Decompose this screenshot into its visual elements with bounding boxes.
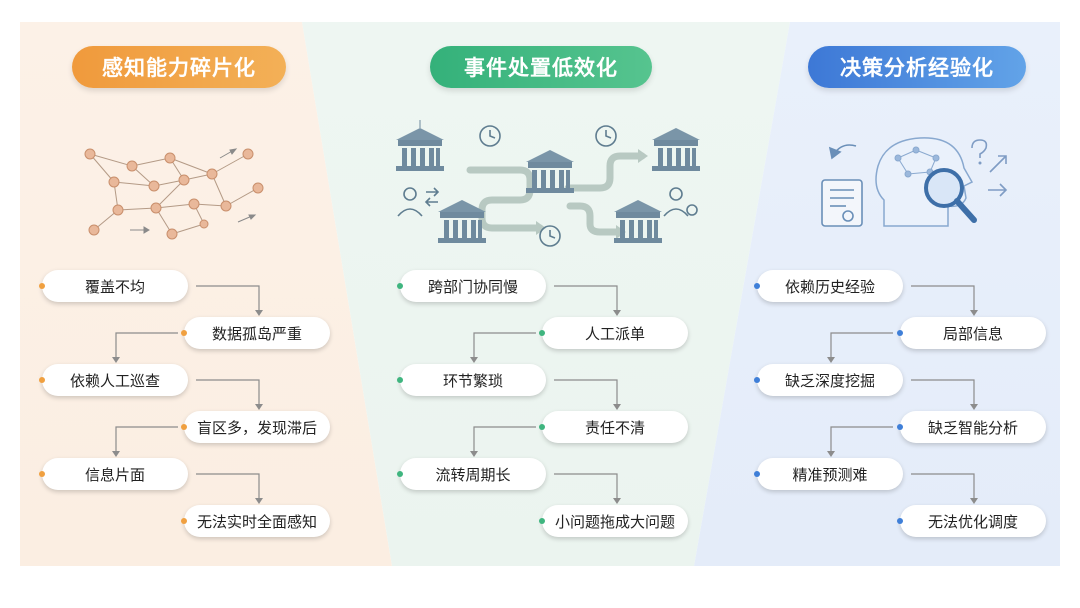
arrowhead-icon <box>613 498 621 504</box>
arrowhead-icon <box>112 451 120 457</box>
flow-connector <box>115 426 178 454</box>
flow-connector <box>473 426 536 454</box>
pill-item: 无法实时全面感知 <box>181 505 330 537</box>
arrowhead-icon <box>255 310 263 316</box>
panel-title-handling: 事件处置低效化 <box>430 46 652 88</box>
brain-analysis-icon <box>821 137 1008 227</box>
pill-item: 精准预测难 <box>754 458 903 490</box>
pill-item: 缺乏深度挖掘 <box>754 364 903 396</box>
pill-item: 局部信息 <box>897 317 1046 349</box>
pill-item: 责任不清 <box>539 411 688 443</box>
pill-item: 缺乏智能分析 <box>897 411 1046 443</box>
building-icon-5 <box>614 200 662 243</box>
building-icon-4 <box>652 128 700 171</box>
flow-connector <box>554 473 618 501</box>
flow-connector <box>196 285 260 313</box>
flow-connector <box>911 473 975 501</box>
pill-item: 覆盖不均 <box>39 270 188 302</box>
flow-connector <box>473 332 536 360</box>
panel-title-perception: 感知能力碎片化 <box>72 46 286 88</box>
arrowhead-icon <box>827 451 835 457</box>
network-graph-icon <box>84 148 264 240</box>
pill-item: 小问题拖成大问题 <box>539 505 688 537</box>
arrowhead-icon <box>613 310 621 316</box>
flow-connector <box>196 473 260 501</box>
flow-connector <box>554 379 618 407</box>
arrowhead-icon <box>255 404 263 410</box>
pill-item: 人工派单 <box>539 317 688 349</box>
pill-item: 依赖人工巡查 <box>39 364 188 396</box>
arrowhead-icon <box>970 310 978 316</box>
building-icon-2 <box>438 200 486 243</box>
pill-item: 信息片面 <box>39 458 188 490</box>
pill-item: 盲区多，发现滞后 <box>181 411 330 443</box>
arrowhead-icon <box>970 498 978 504</box>
pill-item: 环节繁琐 <box>397 364 546 396</box>
arrowhead-icon <box>970 404 978 410</box>
arrowhead-icon <box>827 357 835 363</box>
flow-connector <box>115 332 178 360</box>
flow-connector <box>911 379 975 407</box>
arrowhead-icon <box>613 404 621 410</box>
arrowhead-icon <box>470 451 478 457</box>
pill-item: 依赖历史经验 <box>754 270 903 302</box>
flow-connector <box>196 379 260 407</box>
flow-connector <box>554 285 618 313</box>
pill-item: 无法优化调度 <box>897 505 1046 537</box>
pill-item: 数据孤岛严重 <box>181 317 330 349</box>
panel-title-decision: 决策分析经验化 <box>808 46 1026 88</box>
government-building-flow-icon <box>396 120 700 247</box>
flow-connector <box>830 332 893 360</box>
flow-connector <box>830 426 893 454</box>
arrowhead-icon <box>255 498 263 504</box>
arrowhead-icon <box>112 357 120 363</box>
building-icon-1 <box>396 120 444 171</box>
flow-connector <box>911 285 975 313</box>
building-icon-3 <box>526 150 574 193</box>
arrowhead-icon <box>470 357 478 363</box>
pill-item: 跨部门协同慢 <box>397 270 546 302</box>
pill-item: 流转周期长 <box>397 458 546 490</box>
